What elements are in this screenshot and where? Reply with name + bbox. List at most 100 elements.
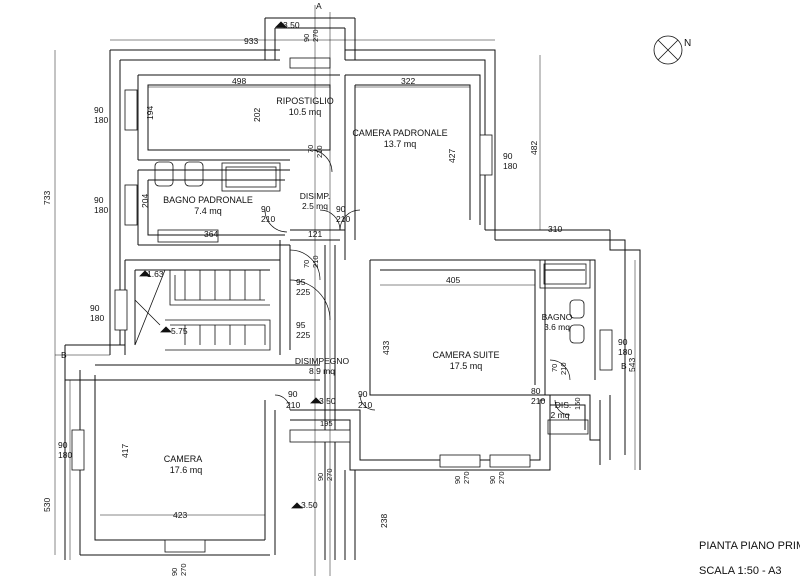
room-area-disimp: 2.5 mq (302, 201, 328, 211)
level-stair-down: 5.75 (171, 326, 188, 336)
level-stair-up: 1.63 (147, 269, 164, 279)
walls (64, 17, 641, 560)
opening-left1-w: 90 (94, 105, 104, 115)
door-disimp-w: 70 (302, 260, 311, 268)
opening-mid-bottom-w: 90 (316, 473, 325, 481)
room-name-camera-suite: CAMERA SUITE (432, 350, 499, 360)
door-dis-h: 210 (531, 396, 545, 406)
door-stair1-w: 95 (296, 277, 306, 287)
window-markers (71, 57, 613, 553)
room-labels: RIPOSTIGLIO 10.5 mq CAMERA PADRONALE 13.… (163, 96, 573, 475)
door-stair2-h: 225 (296, 330, 310, 340)
dim-right-top: 482 (529, 141, 539, 155)
dim-left-lower: 530 (42, 498, 52, 512)
dim-top-width: 933 (244, 36, 258, 46)
opening-bagno-w: 90 (618, 337, 628, 347)
level-low: 3.50 (301, 500, 318, 510)
opening-camera-bottom-w: 90 (170, 568, 179, 576)
opening-top-w: 90 (302, 34, 311, 42)
dim-ripostiglio-height: 202 (252, 108, 262, 122)
level-top: 3.50 (283, 20, 300, 30)
opening-bagno-h: 180 (618, 347, 632, 357)
opening-left4-w: 90 (58, 440, 68, 450)
door-bagno-h: 210 (559, 362, 568, 375)
opening-left3-h: 180 (90, 313, 104, 323)
dimension-lines (54, 5, 636, 576)
opening-left2-w: 90 (94, 195, 104, 205)
opening-padr-h: 180 (503, 161, 517, 171)
opening-left2-h: 180 (94, 205, 108, 215)
door-stair1-h: 225 (296, 287, 310, 297)
opening-suite2-h: 270 (497, 471, 506, 484)
opening-labels: 90 270 90 180 90 180 90 180 90 180 90 18… (58, 29, 632, 576)
section-mark-right: B (621, 361, 627, 371)
room-area-camera: 17.6 mq (170, 465, 203, 475)
staircase (134, 269, 271, 351)
door-disimp-h: 210 (311, 255, 320, 268)
room-name-camera: CAMERA (164, 454, 203, 464)
door-suite-h: 210 (358, 400, 372, 410)
plan-title: PIANTA PIANO PRIM (699, 540, 800, 552)
opening-padr-w: 90 (503, 151, 513, 161)
dim-camera-width: 423 (173, 510, 187, 520)
dim-padronale-width: 322 (401, 76, 415, 86)
room-area-bagno-padronale: 7.4 mq (194, 206, 222, 216)
bathroom-fixtures (154, 161, 591, 435)
door-bagnop-h: 210 (261, 214, 275, 224)
door-camera-h: 210 (286, 400, 300, 410)
opening-camera-bottom-h: 270 (179, 563, 188, 576)
dim-suite-width: 405 (446, 275, 460, 285)
door-suite-w: 90 (358, 389, 368, 399)
door-camera-w: 90 (288, 389, 298, 399)
opening-suite1-w: 90 (453, 476, 462, 484)
opening-suite1-h: 270 (462, 471, 471, 484)
opening-left1-h: 180 (94, 115, 108, 125)
door-rip-h: 210 (315, 145, 324, 158)
room-area-dis: 2 mq (551, 410, 570, 420)
door-bagnop-w: 90 (261, 204, 271, 214)
dim-left-height: 733 (42, 191, 52, 205)
section-mark-left: B (61, 350, 67, 360)
dim-padronale-height: 427 (447, 149, 457, 163)
north-label: N (684, 38, 691, 49)
room-name-bagno-padronale: BAGNO PADRONALE (163, 195, 253, 205)
plan-scale: SCALA 1:50 - A3 (699, 565, 782, 576)
room-area-ripostiglio: 10.5 mq (289, 107, 322, 117)
opening-top-h: 270 (311, 29, 320, 42)
opening-mid-bottom-h: 270 (325, 468, 334, 481)
door-rip-w: 70 (306, 145, 315, 153)
door-stair2-w: 95 (296, 320, 306, 330)
room-name-disimpegno: DISIMPEGNO (295, 356, 350, 366)
room-name-camera-padronale: CAMERA PADRONALE (352, 128, 447, 138)
room-area-bagno: 3.6 mq (544, 322, 570, 332)
room-name-ripostiglio: RIPOSTIGLIO (276, 96, 334, 106)
level-markers (139, 21, 322, 509)
dim-disimp-width: 121 (308, 229, 322, 239)
dim-camera-height: 417 (120, 444, 130, 458)
room-name-bagno: BAGNO (542, 312, 573, 322)
dimension-labels: 933 733 530 482 543 498 322 202 427 194 … (42, 20, 637, 528)
level-mid: 3.50 (319, 396, 336, 406)
dim-238: 238 (379, 514, 389, 528)
opening-left3-w: 90 (90, 303, 100, 313)
room-area-disimpegno: 8.9 mq (309, 366, 335, 376)
dim-bagno-width: 364 (204, 229, 218, 239)
room-name-dis: DIS. (555, 400, 572, 410)
dim-150: 150 (573, 397, 582, 410)
room-area-camera-padronale: 13.7 mq (384, 139, 417, 149)
door-dis-w: 80 (531, 386, 541, 396)
dim-right-mid: 543 (627, 358, 637, 372)
room-area-camera-suite: 17.5 mq (450, 361, 483, 371)
door-bagno-w: 70 (550, 364, 559, 372)
dim-ripostiglio-width: 498 (232, 76, 246, 86)
door-swings (264, 149, 571, 416)
door-padr-w: 90 (336, 204, 346, 214)
door-padr-h: 210 (336, 214, 350, 224)
dim-wall-204: 204 (140, 194, 150, 208)
north-arrow-icon: N (653, 35, 691, 65)
dim-wall-194: 194 (145, 106, 155, 120)
dim-suite-height: 433 (381, 341, 391, 355)
dim-right-ext: 310 (548, 224, 562, 234)
